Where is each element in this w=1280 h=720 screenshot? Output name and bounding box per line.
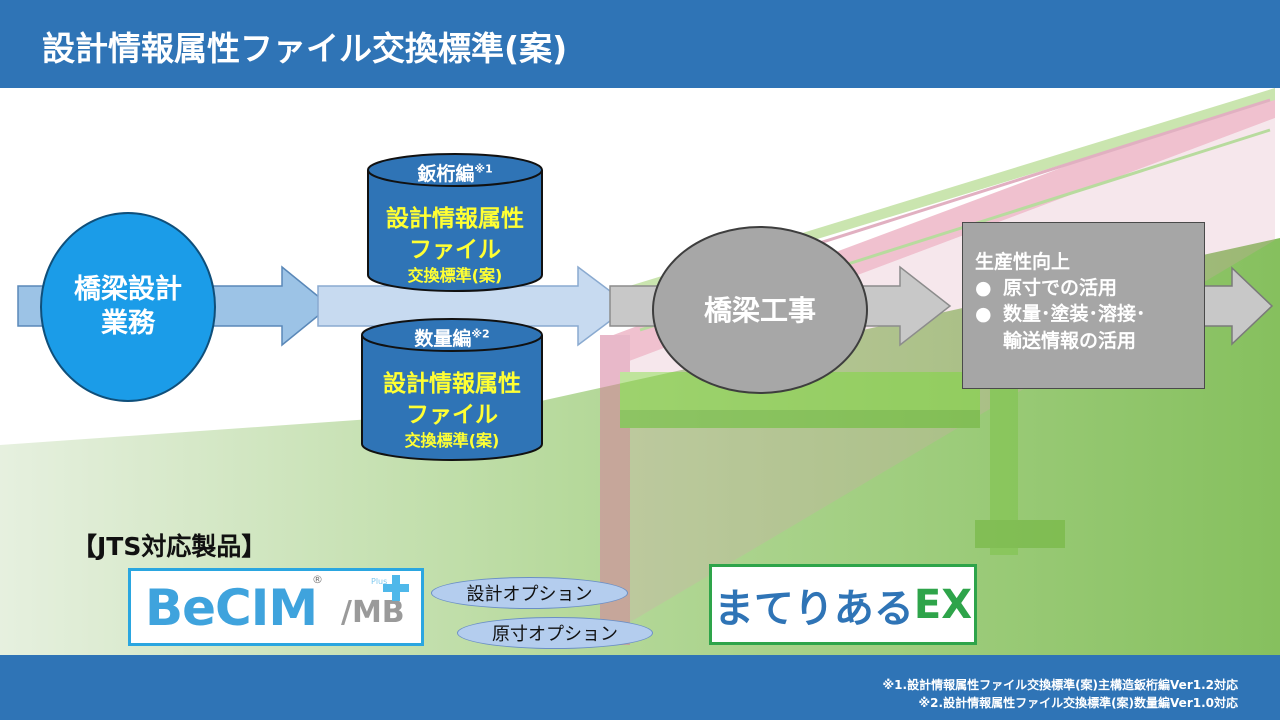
cylinder-top-line-3: 交換標準(案) xyxy=(407,266,503,285)
ground-plane xyxy=(0,238,1280,655)
cylinder-bottom-line-1: 設計情報属性 xyxy=(383,371,521,397)
registered-mark: ® xyxy=(312,573,323,586)
cylinder-top-line-2: ファイル xyxy=(409,237,501,263)
bridge-construction-circle: 橋梁工事 xyxy=(652,226,868,394)
cylinder-bottom-shape xyxy=(361,318,543,461)
benefit-item-1-text: 原寸での活用 xyxy=(1003,277,1118,300)
bullet-icon: ● xyxy=(975,277,992,300)
cylinder-bottom-heading: 数量編※2 xyxy=(362,324,542,351)
products-heading: 【JTS対応製品】 xyxy=(72,532,267,561)
becim-logo-text: BeCIM xyxy=(145,579,318,637)
becim-mb-logo[interactable]: BeCIM ® /MB Plus xyxy=(128,568,424,646)
cylinder-bottom-heading-text: 数量編 xyxy=(414,328,472,350)
benefit-item-2-line-2: 輸送情報の活用 xyxy=(1003,329,1137,352)
bridge-design-circle: 橋梁設計 業務 xyxy=(40,212,216,402)
productivity-box: 生産性向上 ● 原寸での活用 ● 数量･塗装･溶接･ 輸送情報の活用 xyxy=(962,222,1205,389)
design-option-pill[interactable]: 設計オプション xyxy=(431,577,628,609)
cylinder-top-mark: ※1 xyxy=(474,162,493,176)
footnote-2: ※2.設計情報属性ファイル交換標準(案)数量編Ver1.0対応 xyxy=(918,696,1239,710)
cylinder-bottom-line-2: ファイル xyxy=(406,402,498,428)
footer-bar xyxy=(0,655,1280,720)
benefit-title: 生産性向上 xyxy=(975,251,1071,273)
plus-label: Plus xyxy=(371,577,388,586)
materialex-logo-jp: まてりある xyxy=(713,585,914,632)
full-scale-option-pill[interactable]: 原寸オプション xyxy=(457,617,653,649)
benefit-item-2-line-1: 数量･塗装･溶接･ xyxy=(1003,303,1146,326)
cylinder-bottom-line-3: 交換標準(案) xyxy=(404,431,500,450)
benefit-item-2: ● 数量･塗装･溶接･ 輸送情報の活用 xyxy=(975,301,1204,353)
cylinder-bottom: 数量編※2 設計情報属性 ファイル 交換標準(案) xyxy=(362,320,542,460)
cylinder-bottom-mark: ※2 xyxy=(471,327,490,341)
design-line-1: 橋梁設計 xyxy=(74,274,182,306)
materialex-logo-ex: EX xyxy=(913,581,973,628)
cylinder-top-shape xyxy=(367,153,543,292)
benefit-item-1: ● 原寸での活用 xyxy=(975,275,1204,301)
cylinder-top-heading-text: 鈑桁編 xyxy=(417,163,475,185)
construction-label: 橋梁工事 xyxy=(703,293,816,327)
footnote-1: ※1.設計情報属性ファイル交換標準(案)主構造鈑桁編Ver1.2対応 xyxy=(882,678,1239,692)
cylinder-top: 鈑桁編※1 設計情報属性 ファイル 交換標準(案) xyxy=(368,155,542,295)
header-bar xyxy=(0,0,1280,88)
cylinder-top-line-1: 設計情報属性 xyxy=(386,206,524,232)
benefit-item-2-text: 数量･塗装･溶接･ 輸送情報の活用 xyxy=(1003,301,1146,353)
plus-icon xyxy=(383,575,409,601)
page-title: 設計情報属性ファイル交換標準(案) xyxy=(42,29,568,68)
design-line-2: 業務 xyxy=(101,308,155,339)
bullet-icon: ● xyxy=(975,303,992,326)
cylinder-top-heading: 鈑桁編※1 xyxy=(368,159,542,186)
